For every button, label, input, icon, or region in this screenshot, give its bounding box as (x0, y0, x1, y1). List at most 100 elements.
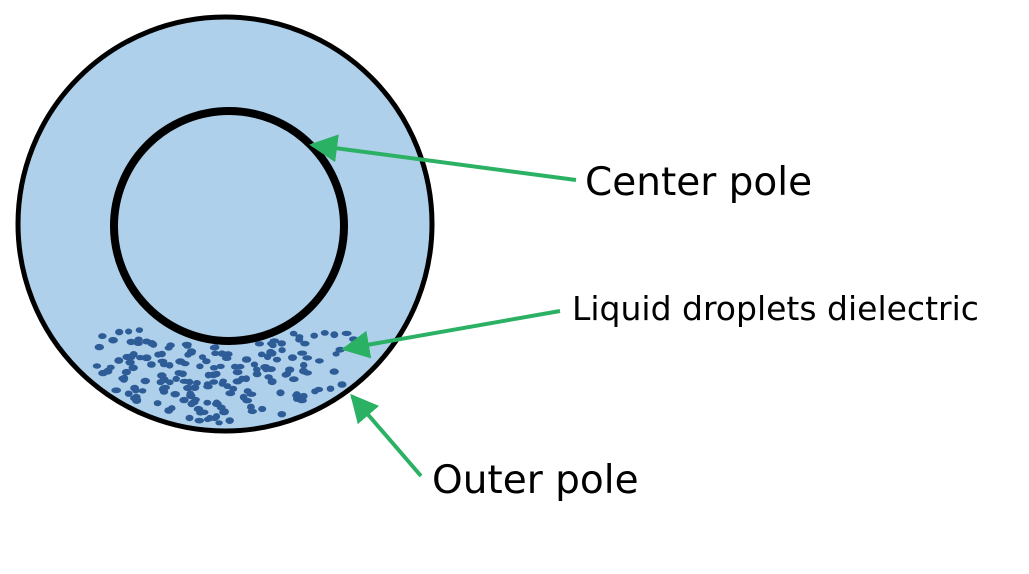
center-pole-label: Center pole (585, 160, 813, 205)
droplet (159, 361, 169, 368)
droplet (141, 354, 152, 362)
droplet (170, 391, 180, 397)
droplet (125, 328, 133, 335)
droplet (111, 387, 122, 394)
droplet (247, 408, 257, 415)
droplet (140, 377, 150, 385)
droplet (264, 374, 273, 380)
droplet (219, 378, 227, 384)
droplet (185, 414, 194, 422)
droplet (203, 399, 212, 406)
droplet (300, 361, 308, 369)
droplet (124, 390, 133, 397)
droplet (92, 363, 102, 369)
droplet (225, 417, 234, 424)
droplet (114, 357, 124, 364)
droplet (283, 370, 292, 378)
droplet (232, 369, 243, 376)
droplet (172, 375, 180, 382)
droplet (198, 354, 207, 360)
droplet (300, 340, 310, 347)
droplet (326, 385, 335, 392)
liquid-droplets-arrow (341, 309, 561, 359)
droplet (157, 372, 167, 379)
droplet (174, 370, 184, 376)
droplet (232, 378, 243, 385)
droplet (246, 391, 257, 397)
droplet (160, 384, 171, 391)
droplet (164, 407, 174, 414)
center-pole-circle (110, 107, 348, 345)
droplet (330, 331, 339, 339)
droplet (302, 355, 313, 361)
droplet (315, 358, 324, 364)
droplet (262, 366, 270, 373)
droplet (320, 330, 329, 336)
droplet (166, 342, 175, 349)
droplet (332, 351, 340, 357)
droplet (125, 359, 135, 366)
droplet (278, 347, 286, 354)
droplet (216, 363, 225, 369)
droplet (209, 379, 219, 385)
droplet (147, 361, 156, 368)
droplet (209, 365, 219, 371)
droplet (202, 358, 211, 365)
droplet (129, 351, 138, 358)
droplet (94, 343, 105, 351)
droplet (115, 328, 124, 336)
droplet (231, 363, 239, 370)
droplet (215, 420, 223, 426)
liquid-droplets-dielectric-label: Liquid droplets dielectric (572, 289, 979, 328)
droplet (126, 338, 136, 346)
droplet (133, 340, 143, 346)
droplet (118, 375, 129, 382)
droplet (292, 392, 302, 399)
droplet (183, 384, 193, 392)
droplet (257, 351, 266, 358)
droplet (183, 343, 192, 349)
droplet (314, 386, 324, 393)
droplet (252, 366, 261, 373)
droplet (289, 376, 299, 383)
droplet (193, 380, 201, 386)
droplet (179, 378, 190, 384)
droplet (266, 348, 275, 356)
droplet (247, 403, 255, 411)
droplet (250, 361, 259, 368)
droplet (241, 356, 252, 363)
droplet (221, 355, 232, 361)
droplet (296, 397, 307, 404)
droplet (276, 389, 285, 397)
droplet (223, 351, 233, 358)
droplet (277, 340, 287, 347)
droplet (121, 368, 131, 376)
droplet (199, 409, 209, 416)
droplet (272, 356, 282, 363)
center-pole-arrow (309, 134, 577, 182)
droplet (299, 367, 308, 375)
droplet (98, 369, 108, 377)
droplet (175, 358, 186, 365)
droplet (128, 364, 138, 372)
droplet (190, 384, 200, 392)
droplet (98, 333, 107, 340)
liquid-droplets-cluster (92, 327, 361, 426)
outer-pole-arrow (350, 393, 423, 478)
droplet (106, 364, 115, 371)
droplet (242, 397, 253, 404)
droplet (122, 353, 132, 361)
droplet (186, 390, 195, 397)
droplet (277, 411, 287, 418)
droplet (138, 388, 147, 394)
droplet (349, 336, 359, 342)
droplet (211, 350, 220, 356)
droplet (329, 368, 339, 375)
droplet (166, 379, 174, 386)
droplet (132, 387, 140, 394)
droplet (204, 371, 212, 379)
droplet (221, 408, 229, 415)
droplet (191, 396, 200, 403)
droplet (179, 396, 189, 404)
